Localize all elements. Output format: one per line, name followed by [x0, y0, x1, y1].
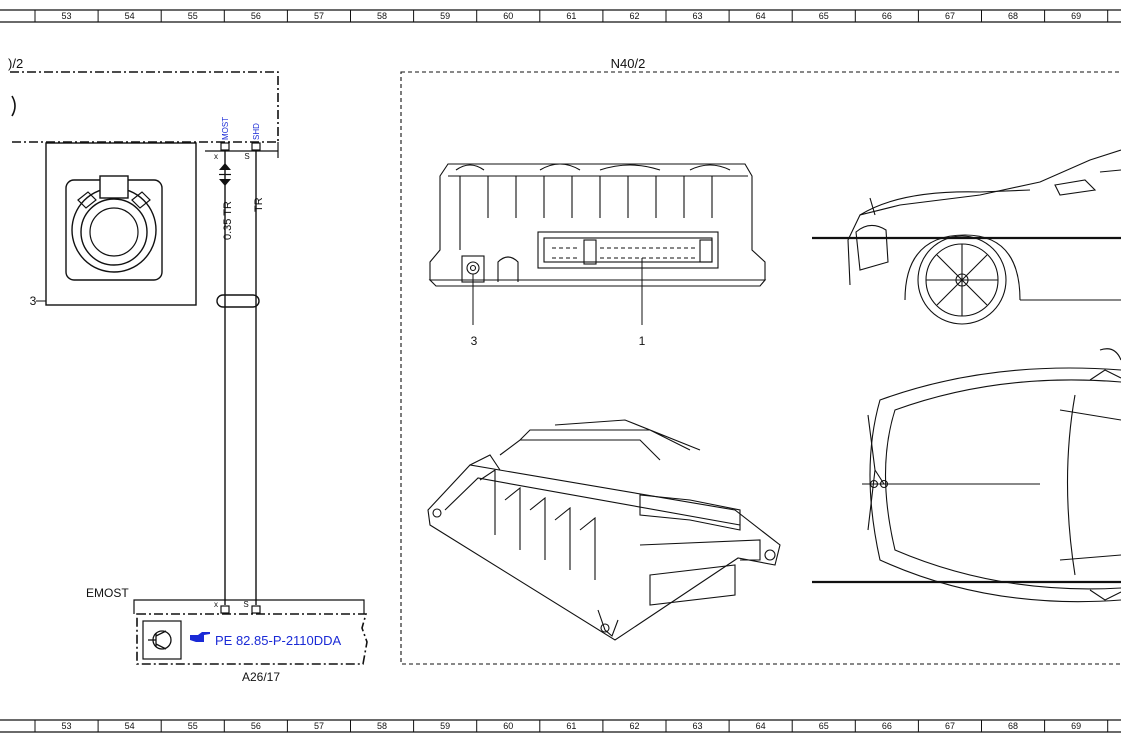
shield-sleeve-icon [216, 294, 260, 308]
top-ruler-label: 54 [125, 11, 135, 21]
pin-s-top-label: S [244, 152, 249, 161]
emost-label: EMOST [86, 586, 129, 600]
bottom-ruler-label: 55 [188, 721, 198, 731]
socket-component: 3 [30, 142, 197, 308]
bottom-ruler-label: 64 [756, 721, 766, 731]
ground-symbol-icon [11, 95, 16, 117]
bottom-ruler-label: 59 [440, 721, 450, 731]
pin-s-top-icon [251, 142, 261, 151]
bottom-ruler-label: 53 [62, 721, 72, 731]
pin-x-top-icon [220, 142, 230, 151]
signal-shd-label: SHD [252, 123, 261, 140]
bottom-ruler-label: 57 [314, 721, 324, 731]
top-ruler-label: 60 [503, 11, 513, 21]
bottom-ruler-label: 60 [503, 721, 513, 731]
top-ruler-label: 69 [1071, 11, 1081, 21]
n40-component: N40/2 [400, 56, 1121, 665]
car-top-view-icon [812, 348, 1121, 603]
bottom-ruler-label: 58 [377, 721, 387, 731]
bottom-ruler-label: 54 [125, 721, 135, 731]
a26-reference-link[interactable]: PE 82.85-P-2110DDA [215, 633, 342, 648]
bottom-ruler: 53 54 55 56 57 58 59 60 61 62 63 64 65 66 67 68 69 [0, 719, 1121, 733]
n40-label: N40/2 [611, 56, 646, 71]
n40-callout-3: 3 [471, 334, 478, 348]
pointing-hand-icon[interactable] [190, 632, 210, 642]
top-ruler-label: 66 [882, 11, 892, 21]
top-ruler-label: 61 [566, 11, 576, 21]
top-ruler-label: 53 [62, 11, 72, 21]
partial-component-label: )/2 [8, 56, 23, 71]
top-ruler-label: 64 [756, 11, 766, 21]
bottom-ruler-label: 67 [945, 721, 955, 731]
bottom-ruler-label: 69 [1071, 721, 1081, 731]
socket-callout: 3 [30, 294, 37, 308]
n40-callout-1: 1 [639, 334, 646, 348]
car-side-view-icon [812, 149, 1121, 325]
emost-group: EMOST [86, 586, 365, 614]
twisted-pair-icon [219, 163, 231, 186]
top-ruler-label: 59 [440, 11, 450, 21]
pin-x-top-label: x [214, 152, 218, 161]
top-ruler-label: 55 [188, 11, 198, 21]
bottom-ruler-label: 62 [629, 721, 639, 731]
top-ruler: 53 54 55 56 57 58 59 60 61 62 63 64 65 66 67 68 69 [0, 9, 1121, 23]
bottom-ruler-label: 65 [819, 721, 829, 731]
a26-component: x S PE 82.85-P-2110DDA A26/17 [136, 600, 368, 684]
wire-bundle: 0.35 TR TR [216, 151, 265, 605]
top-connector: x S MOST SHD [205, 117, 279, 161]
bottom-ruler-label: 61 [566, 721, 576, 731]
top-ruler-label: 57 [314, 11, 324, 21]
bottom-ruler-label: 66 [882, 721, 892, 731]
bottom-ruler-label: 63 [693, 721, 703, 731]
top-ruler-label: 63 [693, 11, 703, 21]
pin-s-bottom-label: S [243, 600, 248, 609]
control-unit-isometric-view [427, 419, 781, 641]
top-ruler-label: 65 [819, 11, 829, 21]
wire-right-label: TR [253, 197, 265, 212]
pin-x-bottom-label: x [214, 600, 218, 609]
pin-s-bottom-icon [251, 605, 261, 614]
wire-left-label: 0.35 TR [222, 201, 234, 240]
partial-component: )/2 [8, 56, 279, 143]
top-ruler-label: 68 [1008, 11, 1018, 21]
top-ruler-label: 62 [629, 11, 639, 21]
top-ruler-label: 56 [251, 11, 261, 21]
top-ruler-label: 58 [377, 11, 387, 21]
top-ruler-label: 67 [945, 11, 955, 21]
a26-label: A26/17 [242, 670, 280, 684]
bottom-ruler-label: 68 [1008, 721, 1018, 731]
signal-most-label: MOST [221, 117, 230, 140]
transistor-icon [148, 630, 172, 650]
control-unit-front-view [428, 163, 767, 325]
bottom-ruler-label: 56 [251, 721, 261, 731]
pin-x-bottom-icon [220, 605, 230, 614]
